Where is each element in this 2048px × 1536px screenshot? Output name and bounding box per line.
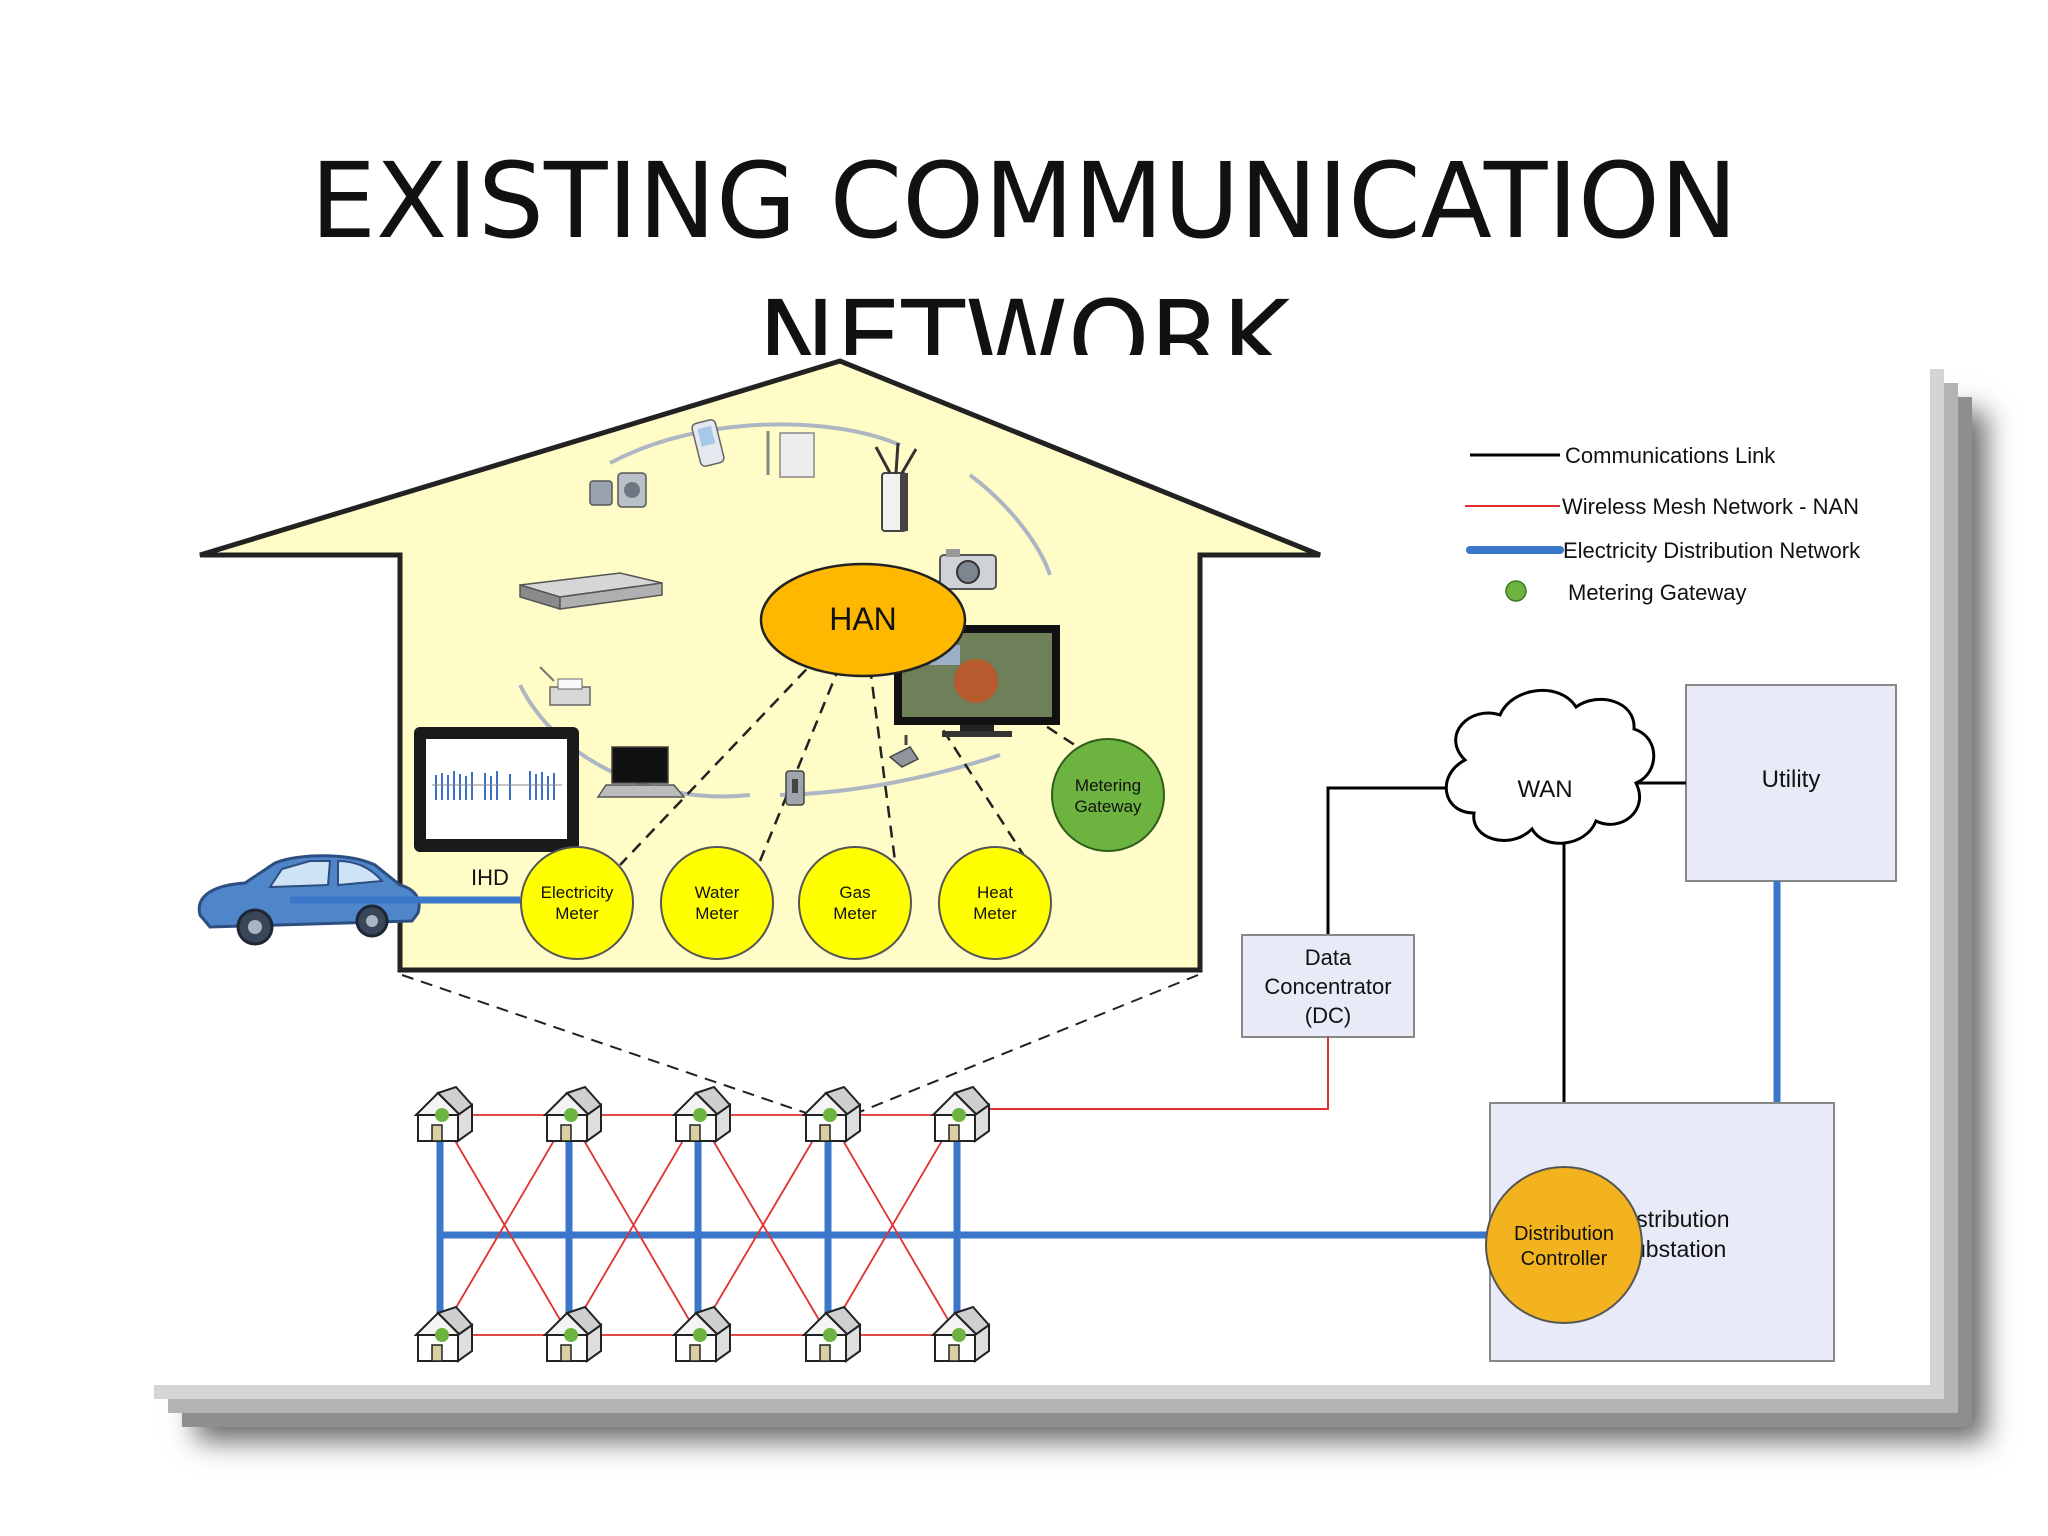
camera-icon <box>939 549 997 590</box>
water-meter-node: Water Meter <box>660 846 774 960</box>
electricity-meter-line1: Electricity <box>541 883 614 902</box>
house-icon <box>415 1086 473 1142</box>
legend-electricity-distribution: Electricity Distribution Network <box>1563 538 1861 563</box>
printer-icon <box>539 666 591 706</box>
house-icon <box>415 1306 473 1362</box>
mesh-wireless-lines <box>439 1114 958 1336</box>
legend-gateway-swatch <box>1505 580 1527 602</box>
water-meter-line2: Meter <box>695 904 739 923</box>
dvd-player-icon <box>519 572 663 611</box>
house-to-mesh-dashed <box>401 974 1199 1116</box>
house-icon <box>932 1306 990 1362</box>
legend-wireless-mesh: Wireless Mesh Network - NAN <box>1562 494 1859 519</box>
metering-gateway-line2: Gateway <box>1074 797 1142 816</box>
mesh-houses <box>415 1086 990 1362</box>
tablet-icon <box>414 727 579 852</box>
legend-metering-gateway: Metering Gateway <box>1568 580 1747 605</box>
electricity-meter-node: Electricity Meter <box>520 846 634 960</box>
heat-meter-line2: Meter <box>973 904 1017 923</box>
house-icon <box>803 1086 861 1142</box>
metering-gateway-node: Metering Gateway <box>1051 738 1165 852</box>
house-icon <box>544 1086 602 1142</box>
wan-cloud: WAN <box>1444 688 1656 845</box>
house-icon <box>803 1306 861 1362</box>
house-icon <box>932 1086 990 1142</box>
heat-meter-line1: Heat <box>977 883 1013 902</box>
dc-line1: Data <box>1305 945 1352 970</box>
distribution-controller-node: Distribution Controller <box>1485 1166 1643 1324</box>
diagram-frame: IHD <box>140 355 1930 1385</box>
utility-node: Utility <box>1685 684 1897 882</box>
metering-gateway-line1: Metering <box>1075 776 1141 795</box>
gas-meter-node: Gas Meter <box>798 846 912 960</box>
han-label: HAN <box>829 601 897 637</box>
ihd-label: IHD <box>471 865 509 890</box>
dc-line2: Concentrator <box>1264 974 1391 999</box>
controller-line1: Distribution <box>1514 1223 1614 1245</box>
laptop-icon <box>596 746 686 798</box>
device-ring <box>518 422 1052 799</box>
han-node: HAN <box>759 562 967 678</box>
house-icon <box>673 1306 731 1362</box>
heat-meter-node: Heat Meter <box>938 846 1052 960</box>
house-icon <box>673 1086 731 1142</box>
lamp-icon <box>766 431 815 478</box>
electricity-meter-line2: Meter <box>555 904 599 923</box>
water-meter-line1: Water <box>695 883 740 902</box>
controller-line2: Controller <box>1521 1248 1608 1270</box>
network-diagram: IHD <box>197 358 1897 1362</box>
dc-to-mesh-line <box>968 1037 1329 1110</box>
speakers-icon <box>589 472 647 508</box>
legend-communications-link: Communications Link <box>1565 443 1776 468</box>
phone-icon <box>691 419 725 467</box>
title-line-1: EXISTING COMMUNICATION <box>310 139 1738 262</box>
thermostat-icon <box>785 770 805 806</box>
house-icon <box>544 1306 602 1362</box>
gas-meter-line1: Gas <box>839 883 870 902</box>
mesh-distribution-lines <box>436 1115 1494 1335</box>
data-concentrator-node: Data Concentrator (DC) <box>1241 934 1415 1038</box>
gas-meter-line2: Meter <box>833 904 877 923</box>
wan-label: WAN <box>1517 776 1572 803</box>
dc-line3: (DC) <box>1305 1003 1351 1028</box>
car-icon <box>197 854 421 946</box>
water-tap-icon <box>888 735 920 768</box>
router-icon <box>874 442 918 532</box>
utility-label: Utility <box>1762 766 1821 793</box>
legend: Communications Link Wireless Mesh Networ… <box>1465 443 1861 605</box>
slide-title: EXISTING COMMUNICATION NETWORK <box>0 132 2048 408</box>
